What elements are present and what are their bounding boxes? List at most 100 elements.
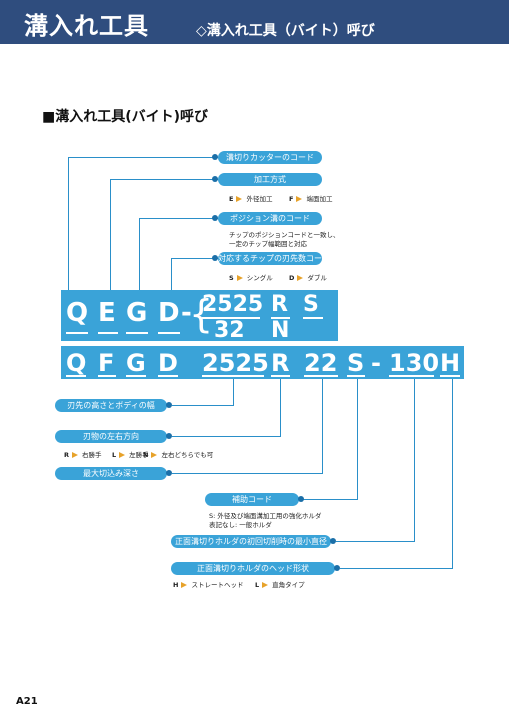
connector-line — [336, 541, 415, 542]
page-number: A21 — [16, 696, 38, 707]
callout-marker — [166, 402, 172, 408]
aux-note-1: S: 外径及び端面溝加工用の強化ホルダ — [209, 512, 322, 520]
callout-height-width: 刃先の高さとボディの幅 — [55, 399, 167, 412]
connector-line — [139, 218, 140, 290]
code-n: N — [271, 318, 290, 343]
connector-line — [303, 499, 358, 500]
code-e: E — [98, 298, 116, 328]
code-size-2: 32 — [214, 318, 245, 343]
code-h: H — [440, 349, 461, 377]
connector-line — [110, 179, 111, 290]
callout-machining-type: 加工方式 — [218, 173, 322, 186]
callout-marker — [212, 255, 218, 261]
code-underline — [98, 375, 116, 377]
code-underline — [126, 332, 148, 334]
triangle-marker-icon — [297, 275, 304, 281]
connector-line — [171, 258, 172, 290]
callout-aux-code: 補助コード — [205, 493, 299, 506]
code-d: D — [158, 298, 180, 328]
connector-line — [233, 378, 234, 405]
header-title: 溝入れ工具 — [24, 12, 149, 40]
code-bracket: { — [189, 292, 214, 336]
code-q: Q — [66, 298, 89, 328]
code-underline — [66, 375, 86, 377]
code-underline — [158, 332, 180, 334]
triangle-marker-icon — [236, 275, 243, 281]
code-underline — [98, 332, 118, 334]
code-underline — [389, 375, 434, 377]
code-underline — [202, 317, 260, 319]
header-subtitle: ◇溝入れ工具（バイト）呼び — [196, 23, 375, 39]
code-underline — [202, 375, 264, 377]
code-underline — [440, 375, 460, 377]
connector-line — [110, 179, 218, 180]
callout-cutter-code: 溝切りカッターのコード — [218, 151, 322, 164]
code-g: G — [126, 349, 146, 377]
callout-marker — [330, 538, 336, 544]
code-underline — [126, 375, 146, 377]
callout-marker — [212, 215, 218, 221]
code-size-1: 2525 — [202, 292, 264, 317]
code-dash: - — [371, 349, 381, 377]
connector-line — [68, 157, 218, 158]
connector-line — [139, 218, 218, 219]
code-underline — [158, 375, 178, 377]
code-dash: - — [181, 298, 192, 328]
triangle-marker-icon — [72, 452, 79, 458]
section-title: ■溝入れ工具(バイト)呼び — [42, 109, 209, 125]
callout-max-depth: 最大切込み深さ — [55, 467, 167, 480]
connector-line — [172, 405, 234, 406]
code-s: S — [347, 349, 365, 377]
code-d: D — [158, 349, 178, 377]
triangle-marker-icon — [151, 452, 158, 458]
connector-line — [414, 378, 415, 541]
code-f: F — [98, 349, 115, 377]
code-g: G — [126, 298, 148, 328]
code-r: R — [271, 349, 290, 377]
triangle-marker-icon — [262, 582, 269, 588]
code-s: S — [303, 292, 319, 317]
code-underline — [66, 332, 88, 334]
callout-marker — [298, 496, 304, 502]
callout-edge-count: 対応するチップの刃先数コード — [218, 252, 330, 265]
connector-line — [171, 258, 218, 259]
connector-line — [322, 378, 323, 473]
callout-hand: 刃物の左右方向 — [55, 430, 167, 443]
code-underline — [271, 317, 290, 319]
code-underline — [347, 375, 365, 377]
callout-marker — [334, 565, 340, 571]
connector-line — [172, 436, 281, 437]
callout-head-shape: 正面溝切りホルダのヘッド形状 — [171, 562, 335, 575]
callout-marker — [166, 470, 172, 476]
callout-marker — [166, 433, 172, 439]
triangle-marker-icon — [236, 196, 243, 202]
connector-line — [68, 157, 69, 290]
code-width: 22 — [304, 349, 338, 377]
connector-line — [357, 378, 358, 499]
code-underline — [271, 375, 290, 377]
page-header: 溝入れ工具 ◇溝入れ工具（バイト）呼び — [0, 0, 509, 44]
position-note-1: チップのポジションコードと一致し、 — [229, 231, 340, 239]
position-note-2: 一定のチップ幅範囲と対応 — [229, 240, 307, 248]
connector-line — [172, 473, 323, 474]
callout-position-code: ポジション溝のコード — [218, 212, 322, 225]
callout-min-diameter: 正面溝切りホルダの初回切削時の最小直径 — [171, 535, 331, 548]
triangle-marker-icon — [181, 582, 188, 588]
connector-line — [280, 378, 281, 436]
code-underline — [304, 375, 338, 377]
code-r: R — [271, 292, 288, 317]
triangle-marker-icon — [119, 452, 126, 458]
callout-marker — [212, 176, 218, 182]
code-q: Q — [66, 349, 87, 377]
code-size: 2525 — [202, 349, 269, 377]
callout-marker — [212, 154, 218, 160]
triangle-marker-icon — [296, 196, 303, 202]
